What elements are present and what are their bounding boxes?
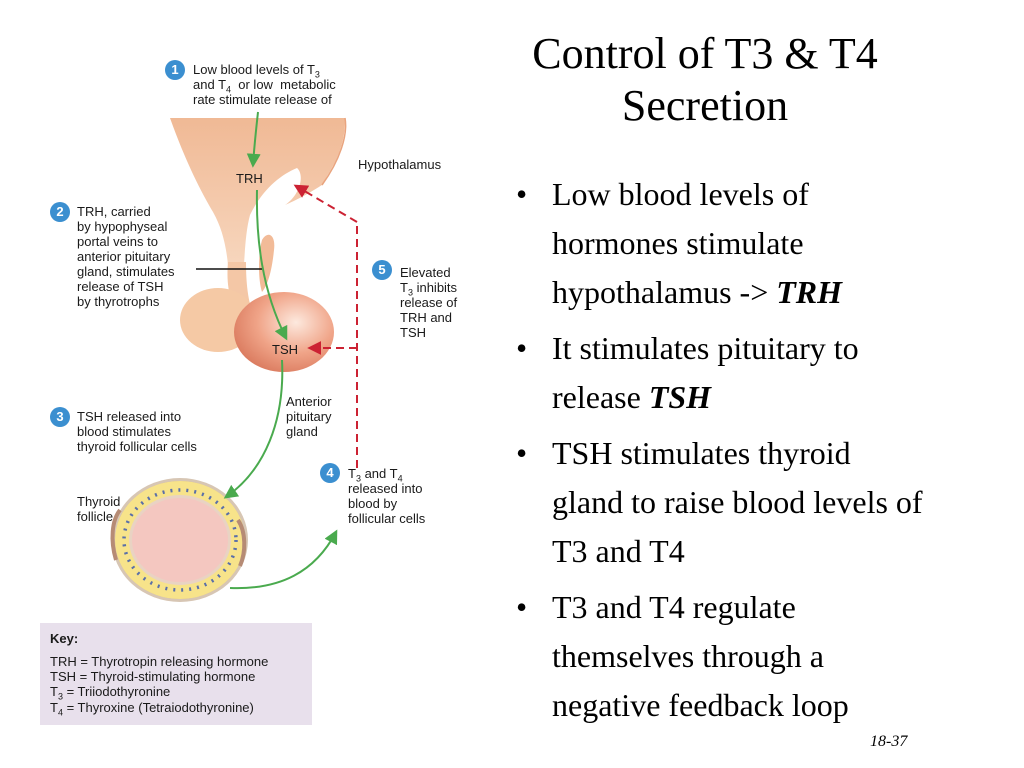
key-line: = Thyroxine (Tetraiodothyronine) <box>62 700 254 715</box>
arrow-follicle-to-t3t4 <box>229 529 338 590</box>
subscript: 3 <box>57 691 63 702</box>
thyroid-control-diagram: 1 Low blood levels of T3 and T4 or low m… <box>0 0 470 740</box>
bullet-text: Low blood levels of <box>552 176 809 212</box>
subscript: 4 <box>57 707 63 718</box>
step-4-text: T3 and T4 released into blood by follicu… <box>348 466 425 526</box>
bullet-text: themselves through a <box>552 638 824 674</box>
bullet-item: Low blood levels of hormones stimulate h… <box>510 170 1020 317</box>
bullet-text: negative feedback loop <box>552 687 849 723</box>
label-line: pituitary <box>286 409 332 424</box>
anterior-pituitary-label: Anterior pituitary gland <box>286 394 332 439</box>
subscript: 3 <box>355 473 361 484</box>
step-1-line: Low blood levels of T <box>193 62 315 77</box>
bullet-text: T3 and T4 <box>552 533 685 569</box>
step-4-line: T <box>348 466 356 481</box>
step-3-text: TSH released into blood stimulates thyro… <box>77 409 197 454</box>
step-1-line: and T <box>193 77 227 92</box>
arrow-trh-to-tsh <box>255 189 288 341</box>
bullet-list: Low blood levels of hormones stimulate h… <box>510 170 1020 737</box>
step-5-badge: 5 <box>372 260 392 280</box>
step-2-line: by hypophyseal <box>77 219 168 234</box>
step-1-text: Low blood levels of T3 and T4 or low met… <box>193 62 336 107</box>
slide-number: 18-37 <box>870 733 908 750</box>
trh-label: TRH <box>236 171 263 186</box>
step-5-line: release of <box>400 295 458 310</box>
step-1-line: rate stimulate release of <box>193 92 332 107</box>
step-3-line: TSH released into <box>77 409 182 424</box>
step-1-badge: 1 <box>165 60 185 80</box>
bullet-item: T3 and T4 regulate themselves through a … <box>510 583 1020 730</box>
key-t3: T3 = Triiodothyronine <box>50 684 171 702</box>
feedback-arrow-trh <box>293 184 358 223</box>
bullet-item: TSH stimulates thyroid gland to raise bl… <box>510 429 1020 576</box>
step-1-line: or low metabolic <box>231 77 336 92</box>
step-2-line: gland, stimulates <box>77 264 175 279</box>
subscript: 4 <box>226 84 232 95</box>
diagram-artwork <box>110 111 358 602</box>
step-5-text: Elevated T3 inhibits release of TRH and … <box>400 265 457 340</box>
step-3-line: thyroid follicular cells <box>77 439 197 454</box>
key-t4: T4 = Thyroxine (Tetraiodothyronine) <box>50 700 254 718</box>
bullet-item: It stimulates pituitary to release TSH <box>510 324 1020 422</box>
bullet-text: T3 and T4 regulate <box>552 589 796 625</box>
key-title: Key: <box>50 631 79 646</box>
thyroid-follicle-shape <box>110 478 248 602</box>
step-2-badge: 2 <box>50 202 70 222</box>
label-line: follicle <box>77 509 114 524</box>
title-line-2: Secretion <box>621 81 789 130</box>
bullet-text: gland to raise blood levels of <box>552 484 923 520</box>
step-5-line: inhibits <box>412 280 458 295</box>
step-5-line: TRH and <box>400 310 453 325</box>
key-line: = Triiodothyronine <box>62 684 171 699</box>
key-tsh: TSH = Thyroid-stimulating hormone <box>50 669 256 684</box>
bullet-emphasis-tsh: TSH <box>648 379 712 415</box>
step-5-line: TSH <box>400 325 426 340</box>
subscript: 4 <box>397 473 403 484</box>
bullet-emphasis-trh: TRH <box>776 274 843 310</box>
hypothalamus-label: Hypothalamus <box>358 157 442 172</box>
step-2-line: by thyrotrophs <box>77 294 160 309</box>
posterior-stalk <box>259 234 275 292</box>
step-4-line: blood by <box>348 496 398 511</box>
title-line-1: Control of T3 & T4 <box>532 29 878 78</box>
step-4-line: follicular cells <box>348 511 426 526</box>
bullet-text: hormones stimulate <box>552 225 804 261</box>
thyroid-follicle-label: Thyroid follicle <box>77 494 120 524</box>
bullet-text: hypothalamus -> <box>552 274 777 310</box>
step-4-line: and T <box>360 466 398 481</box>
label-line: gland <box>286 424 318 439</box>
step-4-line: released into <box>348 481 423 496</box>
key-line: T <box>50 684 58 699</box>
key-line: T <box>50 700 58 715</box>
step-5-line: Elevated <box>400 265 451 280</box>
key-trh: TRH = Thyrotropin releasing hormone <box>50 654 269 669</box>
hypothalamus-edge <box>321 117 347 186</box>
step-5-line: T <box>400 280 408 295</box>
step-2-line: anterior pituitary <box>77 249 171 264</box>
bullet-text: TSH stimulates thyroid <box>552 435 851 471</box>
bullet-text: It stimulates pituitary to <box>552 330 859 366</box>
arrow-tsh-to-follicle <box>223 359 284 499</box>
subscript: 3 <box>407 287 413 298</box>
step-3-line: blood stimulates <box>77 424 171 439</box>
step-2-text: TRH, carried by hypophyseal portal veins… <box>77 204 175 309</box>
step-3-badge: 3 <box>50 407 70 427</box>
label-line: Anterior <box>286 394 332 409</box>
tsh-label: TSH <box>272 342 298 357</box>
subscript: 3 <box>314 69 320 80</box>
arrow-1-to-trh <box>246 111 261 168</box>
label-line: Thyroid <box>77 494 121 509</box>
bullet-text: release <box>552 379 649 415</box>
step-2-line: release of TSH <box>77 279 164 294</box>
step-2-line: portal veins to <box>77 234 158 249</box>
key-box: Key: TRH = Thyrotropin releasing hormone… <box>40 623 312 725</box>
step-2-line: TRH, carried <box>77 204 151 219</box>
slide-title: Control of T3 & T4 Secretion <box>470 28 940 132</box>
step-4-badge: 4 <box>320 463 340 483</box>
